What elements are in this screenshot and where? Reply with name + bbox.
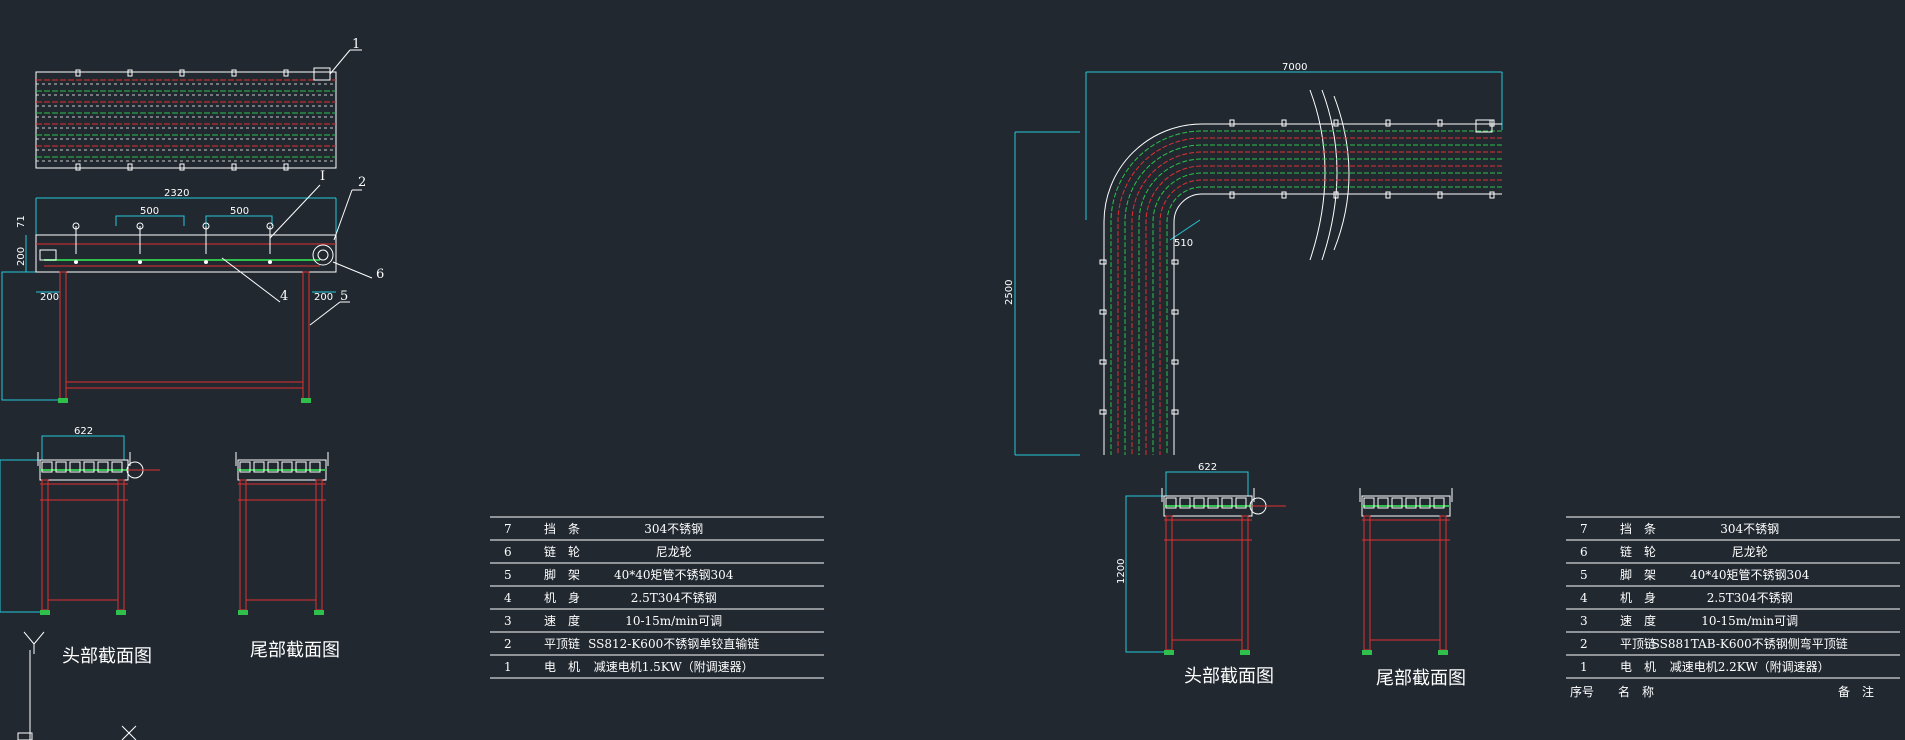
bom-row-no: 7	[1580, 522, 1588, 536]
bom-row-spec: 304不锈钢	[644, 522, 703, 536]
bom-header-name: 名 称	[1618, 684, 1654, 699]
dim-71: 71	[16, 215, 27, 228]
dim-510: 510	[1174, 238, 1193, 249]
bom-row-spec: 2.5T304不锈钢	[631, 591, 717, 605]
bom-row-spec: SS812-K600不锈钢单铰直输链	[588, 636, 759, 651]
straight-side-view: 2320 500 500 71 200 1200 200 200 I	[0, 169, 384, 403]
dim-1200: 1200	[0, 305, 3, 330]
bom-row-no: 6	[504, 545, 512, 559]
curve-head-section: 622 1200 头部截面图	[1116, 462, 1286, 687]
bom-row-no: 5	[1580, 568, 1588, 582]
bom-row-spec: 2.5T304不锈钢	[1707, 591, 1793, 605]
bom-row-no: 1	[1580, 660, 1588, 674]
bom-table-right: 7 挡 条 304不锈钢 6 链 轮 尼龙轮 5 脚 架 40*40矩管不锈钢304 4 机 身 2.…	[1566, 516, 1900, 699]
caption-head-right: 头部截面图	[1184, 666, 1274, 687]
bom-row-name: 脚 架	[1620, 567, 1656, 582]
bom-row-no: 4	[504, 591, 512, 605]
callout-2: 2	[358, 175, 366, 190]
dim-7000: 7000	[1282, 62, 1307, 73]
bom-row-no: 4	[1580, 591, 1588, 605]
bom-row-name: 平顶链	[544, 636, 580, 651]
bom-row-name: 速 度	[544, 613, 580, 628]
callout-5: 5	[340, 289, 348, 304]
dim-200: 200	[16, 247, 27, 266]
bom-row-spec: 尼龙轮	[1732, 545, 1768, 559]
bom-row-no: 6	[1580, 545, 1588, 559]
bom-row-no: 5	[504, 568, 512, 582]
bom-row-spec: 40*40矩管不锈钢304	[1690, 567, 1810, 582]
straight-head-section: 622 头部截面图	[0, 426, 160, 667]
dim-500-a: 500	[140, 206, 159, 217]
curve-tail-section: 尾部截面图	[1359, 488, 1466, 689]
bom-row-no: 3	[504, 614, 512, 628]
dim-2500: 2500	[1004, 280, 1015, 305]
dim-1200-right: 1200	[1116, 559, 1127, 584]
bom-header-note: 备 注	[1838, 684, 1874, 699]
bom-row-spec: 10-15m/min可调	[1701, 614, 1798, 628]
bom-row-name: 电 机	[1620, 660, 1656, 674]
bom-row-name: 电 机	[544, 660, 580, 674]
bom-row-name: 机 身	[1620, 590, 1656, 605]
bom-row-spec: 304不锈钢	[1720, 522, 1779, 536]
straight-top-view: 1	[35, 37, 362, 171]
bom-row-no: 3	[1580, 614, 1588, 628]
bom-row-name: 机 身	[544, 590, 580, 605]
callout-I: I	[320, 169, 325, 184]
bom-row-name: 平顶链	[1620, 636, 1656, 651]
bom-row-no: 7	[504, 522, 512, 536]
bom-row-name: 挡 条	[544, 522, 580, 536]
bom-row-spec: 减速电机1.5KW（附调速器）	[594, 660, 754, 674]
caption-head-left: 头部截面图	[62, 646, 152, 667]
bom-row-no: 2	[1580, 637, 1588, 651]
ucs-icon	[17, 631, 137, 740]
bom-row-spec: 40*40矩管不锈钢304	[614, 567, 734, 582]
bom-row-spec: SS881TAB-K600不锈钢侧弯平顶链	[1652, 636, 1848, 651]
bom-row-spec: 10-15m/min可调	[625, 614, 722, 628]
caption-tail-left: 尾部截面图	[250, 640, 340, 661]
callout-6: 6	[376, 267, 384, 282]
bom-row-name: 挡 条	[1620, 522, 1656, 536]
caption-tail-right: 尾部截面图	[1376, 668, 1466, 689]
callout-1: 1	[352, 37, 360, 52]
bom-row-spec: 减速电机2.2KW（附调速器）	[1670, 660, 1830, 674]
bom-row-name: 速 度	[1620, 613, 1656, 628]
bom-row-name: 链 轮	[1620, 544, 1656, 559]
bom-row-name: 脚 架	[544, 567, 580, 582]
dim-200-right: 200	[314, 292, 333, 303]
bom-row-no: 1	[504, 660, 512, 674]
bom-row-spec: 尼龙轮	[656, 545, 692, 559]
curve-plan-view: 7000 2500 510	[1004, 62, 1503, 456]
dim-500-b: 500	[230, 206, 249, 217]
dim-622-right: 622	[1198, 462, 1217, 473]
callout-4: 4	[280, 289, 288, 304]
straight-tail-section: 尾部截面图	[235, 452, 340, 661]
bom-header-no: 序号	[1570, 684, 1594, 699]
bom-table-left: 7 挡 条 304不锈钢 6 链 轮 尼龙轮 5 脚 架 40*40矩管不锈钢304 4 机 身 2.…	[490, 516, 824, 679]
bom-row-name: 链 轮	[544, 544, 580, 559]
dim-200-left: 200	[40, 292, 59, 303]
dim-2320: 2320	[164, 188, 189, 199]
dim-622: 622	[74, 426, 93, 437]
bom-row-no: 2	[504, 637, 512, 651]
